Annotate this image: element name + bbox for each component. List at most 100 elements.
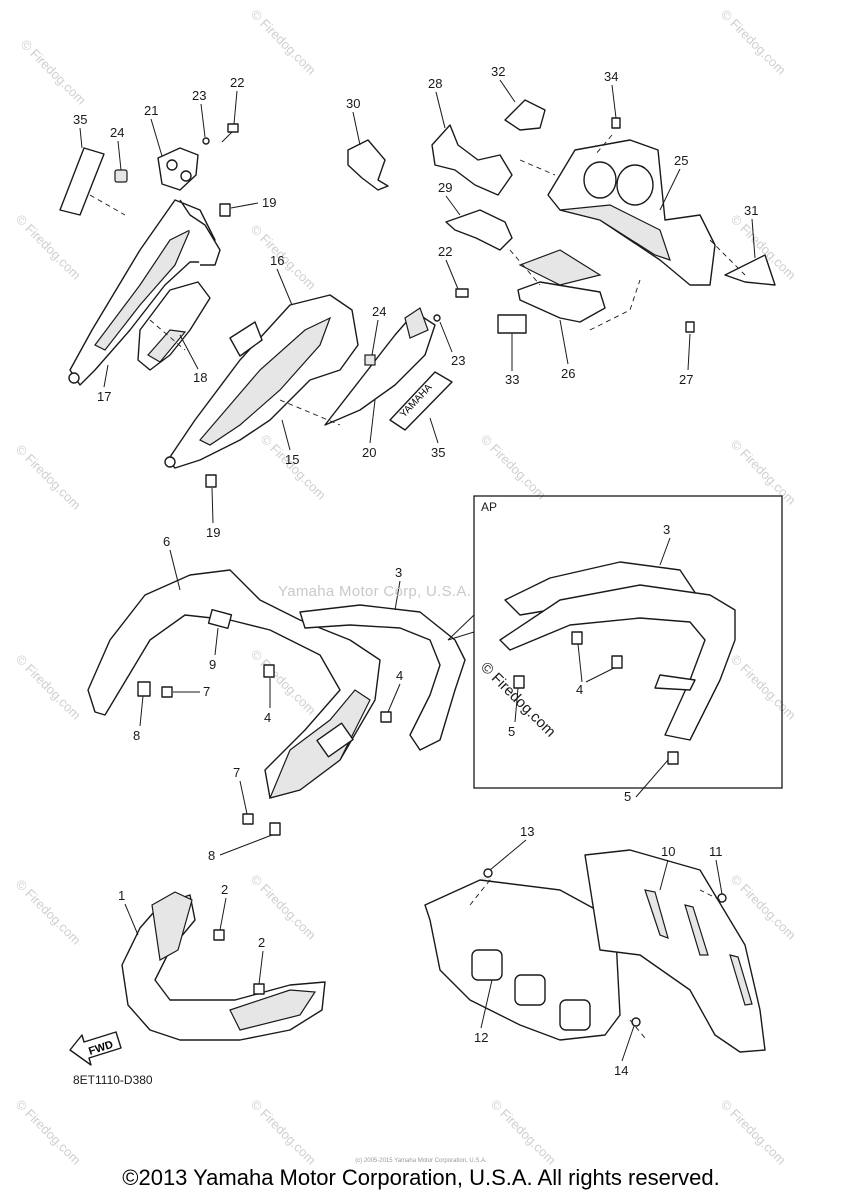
callout-11: 11 [709,844,723,859]
callout-13: 13 [520,824,534,839]
watermark-m3: © Firedog.com [258,432,329,503]
part-19-bolt-b [205,474,217,488]
watermark-tl: © Firedog.com [18,37,89,108]
part-12-skid-plate [424,879,621,1041]
part-17-side-cover [68,199,221,386]
callout-7b: 7 [233,765,240,780]
watermark-m5: © Firedog.com [248,872,319,943]
callout-32: 32 [491,64,505,79]
part-7-bolt-a [161,686,173,698]
callout-17: 17 [97,389,111,404]
callout-4c: 4 [576,682,583,697]
watermark-r3: © Firedog.com [728,652,799,723]
copyright-footer: ©2013 Yamaha Motor Corporation, U.S.A. A… [122,1165,720,1190]
callout-24a: 24 [110,125,124,140]
watermark-b3: © Firedog.com [488,1097,559,1168]
callout-8a: 8 [133,728,140,743]
part-18-trim [137,281,211,371]
watermark-r4: © Firedog.com [728,872,799,943]
part-7-bolt-b [242,813,254,825]
callout-3b: 3 [663,522,670,537]
part-34-screw [611,117,621,129]
part-19-bolt-a [219,203,231,217]
part-15-hood-panel [164,294,359,469]
part-10-skid-frame [584,849,766,1053]
watermark-l3: © Firedog.com [13,652,84,723]
ap-watermark: © Firedog.com [477,659,559,741]
callout-2b: 2 [258,935,265,950]
callouts: 35 24 21 23 22 19 17 18 30 28 32 34 25 2… [73,64,758,1078]
callout-22a: 22 [230,75,244,90]
callout-35a: 35 [73,112,87,127]
part-28-cover [431,124,513,196]
part-23-washer-a [202,137,210,145]
callout-34: 34 [604,69,618,84]
callout-8b: 8 [208,848,215,863]
callout-29: 29 [438,180,452,195]
part-11-rivet [717,893,727,903]
part-25-meter-housing [547,139,716,286]
callout-23b: 23 [451,353,465,368]
ap-label: AP [481,500,498,514]
callout-30: 30 [346,96,360,111]
callout-27: 27 [679,372,693,387]
part-6-side-frame [87,569,381,799]
part-8-clip-a [137,681,151,697]
callout-16: 16 [270,253,284,268]
callout-5a: 5 [508,724,515,739]
part-24-grommet [114,169,128,183]
watermark-l1: © Firedog.com [13,212,84,283]
callout-21: 21 [144,103,158,118]
callout-6: 6 [163,534,170,549]
part-30-small-bracket [347,139,389,191]
callout-35b: 35 [431,445,445,460]
part-23-washer-b [433,314,441,322]
callout-12: 12 [474,1030,488,1045]
callout-1: 1 [118,888,125,903]
part-3-main-bar [299,604,466,751]
watermark-r2: © Firedog.com [728,437,799,508]
watermark-b1: © Firedog.com [13,1097,84,1168]
part-27-screw [685,321,695,333]
callout-24b: 24 [372,304,386,319]
callout-15: 15 [285,452,299,467]
callout-9: 9 [209,657,216,672]
callout-4a: 4 [264,710,271,725]
part-22-bolt-b [455,288,469,298]
part-22-bolt-a [221,123,239,143]
callout-14: 14 [614,1063,628,1078]
center-watermark: Yamaha Motor Corp, U.S.A. [278,583,472,600]
part-21-bracket [157,147,199,191]
callout-18: 18 [193,370,207,385]
part-29-bracket [445,209,513,251]
callout-31: 31 [744,203,758,218]
callout-20: 20 [362,445,376,460]
watermark-tm: © Firedog.com [248,7,319,78]
part-2-bolt-b [253,983,265,995]
watermark-l4: © Firedog.com [13,877,84,948]
callout-22b: 22 [438,244,452,259]
part-26-plate [517,249,606,323]
callout-25: 25 [674,153,688,168]
fine-print: (c) 2005-2015 Yamaha Motor Corporation, … [355,1158,487,1164]
watermark-tr: © Firedog.com [718,7,789,78]
ap-inset: © Firedog.com [447,495,783,789]
watermark-b4: © Firedog.com [718,1097,789,1168]
part-8-clip-b [269,822,281,836]
callout-5b: 5 [624,789,631,804]
part-14-rivet [631,1017,641,1027]
part-35-decal-left [59,147,105,216]
assembly-guides [89,134,746,1039]
callout-33: 33 [505,372,519,387]
watermark-b2: © Firedog.com [248,1097,319,1168]
part-32-clip [504,99,546,131]
callout-3a: 3 [395,565,402,580]
reference-code: 8ET1110-D380 [73,1073,153,1087]
part-31-bracket [724,254,776,286]
callout-28: 28 [428,76,442,91]
callout-4b: 4 [396,668,403,683]
part-4-bolt-a [263,664,275,678]
part-9-bracket [207,608,233,630]
callout-7a: 7 [203,684,210,699]
